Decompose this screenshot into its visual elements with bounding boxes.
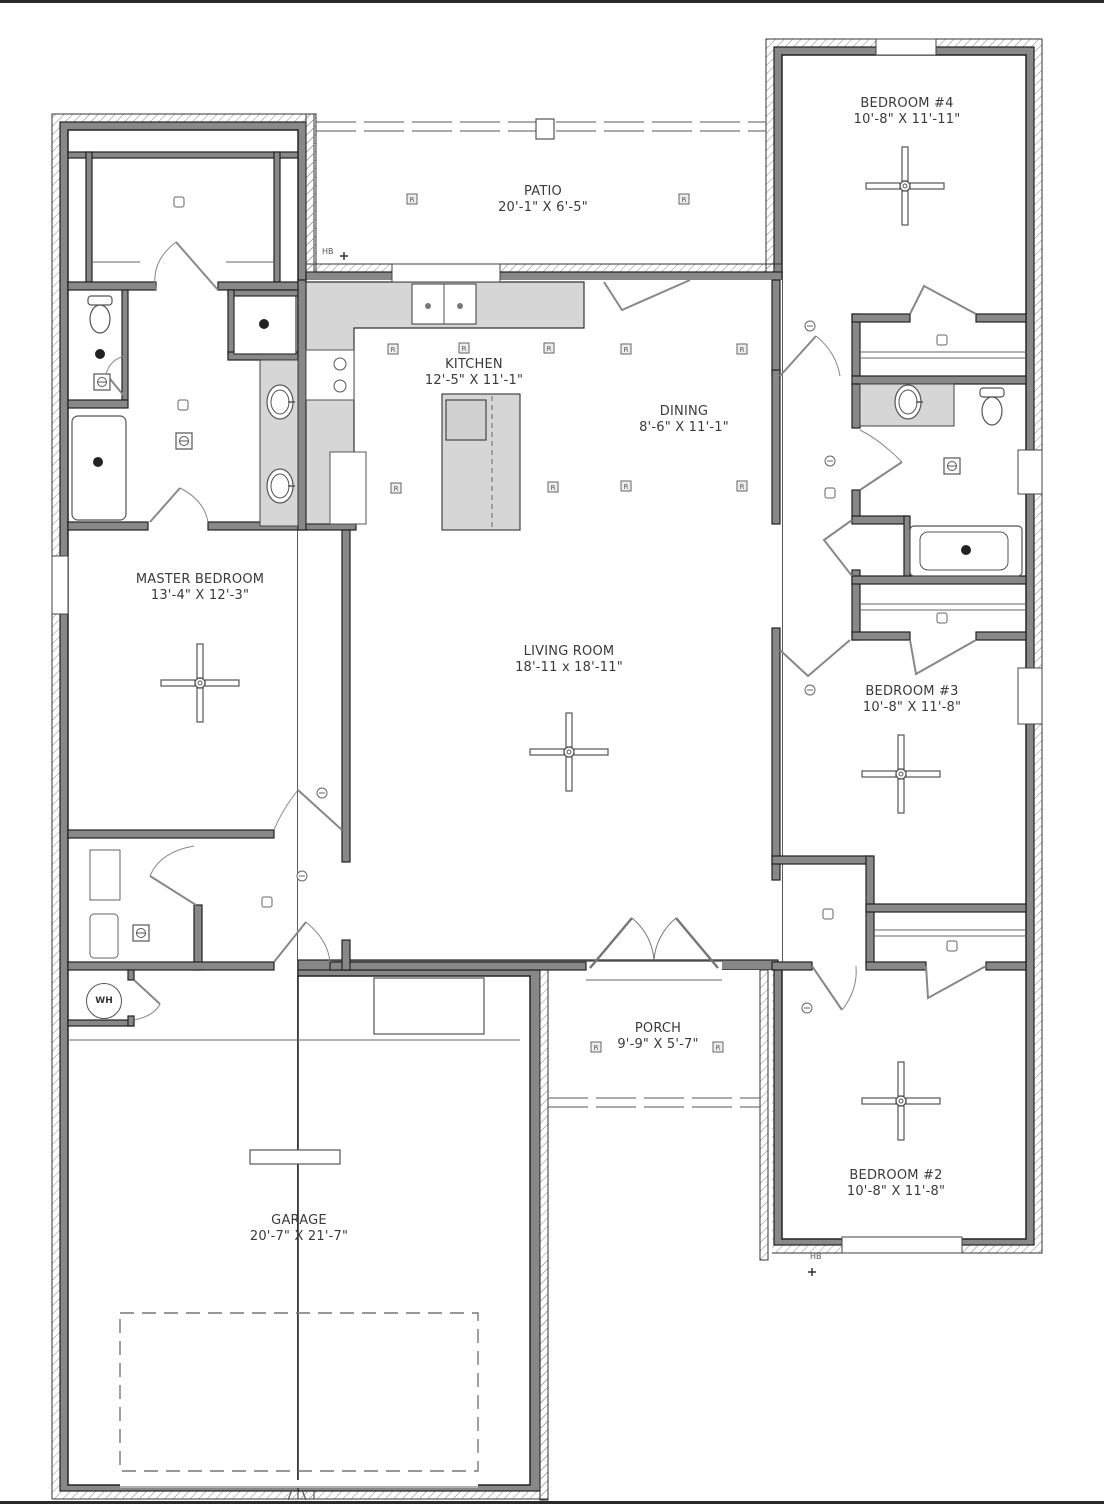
room-dimensions: 10'-8" X 11'-11" bbox=[853, 112, 961, 127]
room-name: GARAGE bbox=[271, 1213, 327, 1228]
room-name: PATIO bbox=[524, 184, 562, 199]
room-dimensions: 12'-5" X 11'-1" bbox=[424, 373, 524, 388]
room-dimensions: 10'-8" X 11'-8" bbox=[846, 1184, 946, 1199]
porch-walls bbox=[539, 917, 772, 1501]
interior-walls bbox=[67, 151, 1027, 1027]
hose-bib-label: HB bbox=[810, 1252, 822, 1261]
room-dimensions: 20'-7" X 21'-7" bbox=[249, 1229, 349, 1244]
room-name: DINING bbox=[659, 404, 709, 419]
bath-fixtures bbox=[71, 295, 1023, 959]
door-swings bbox=[105, 241, 987, 1021]
room-name: MASTER BEDROOM bbox=[135, 572, 265, 587]
hose-bibs bbox=[340, 252, 816, 1276]
room-dimensions: 10'-8" X 11'-8" bbox=[862, 700, 962, 715]
room-dimensions: 13'-4" X 12'-3" bbox=[150, 588, 250, 603]
garage-details bbox=[68, 977, 520, 1501]
room-name: PORCH bbox=[634, 1021, 682, 1036]
core-walls bbox=[297, 113, 783, 971]
frame-bottom-bar bbox=[0, 1501, 1104, 1504]
water-heater-icon: WH bbox=[86, 983, 122, 1019]
room-dimensions: 8'-6" X 11'-1" bbox=[639, 420, 729, 435]
room-dimensions: 18'-11 x 18'-11" bbox=[515, 660, 623, 675]
room-name: BEDROOM #2 bbox=[849, 1168, 943, 1183]
hose-bib-label: HB bbox=[322, 247, 334, 256]
room-dimensions: 9'-9" X 5'-7" bbox=[617, 1037, 699, 1052]
windows bbox=[51, 38, 1043, 1254]
room-dimensions: 20'-1" X 6'-5" bbox=[498, 200, 588, 215]
closet-shelves bbox=[92, 261, 1026, 937]
room-name: BEDROOM #3 bbox=[865, 684, 959, 699]
frame-top-bar bbox=[0, 0, 1104, 3]
room-name: BEDROOM #4 bbox=[860, 96, 954, 111]
kitchen-cabinets bbox=[259, 281, 955, 531]
room-name: LIVING ROOM bbox=[523, 644, 615, 659]
room-name: KITCHEN bbox=[445, 357, 503, 372]
